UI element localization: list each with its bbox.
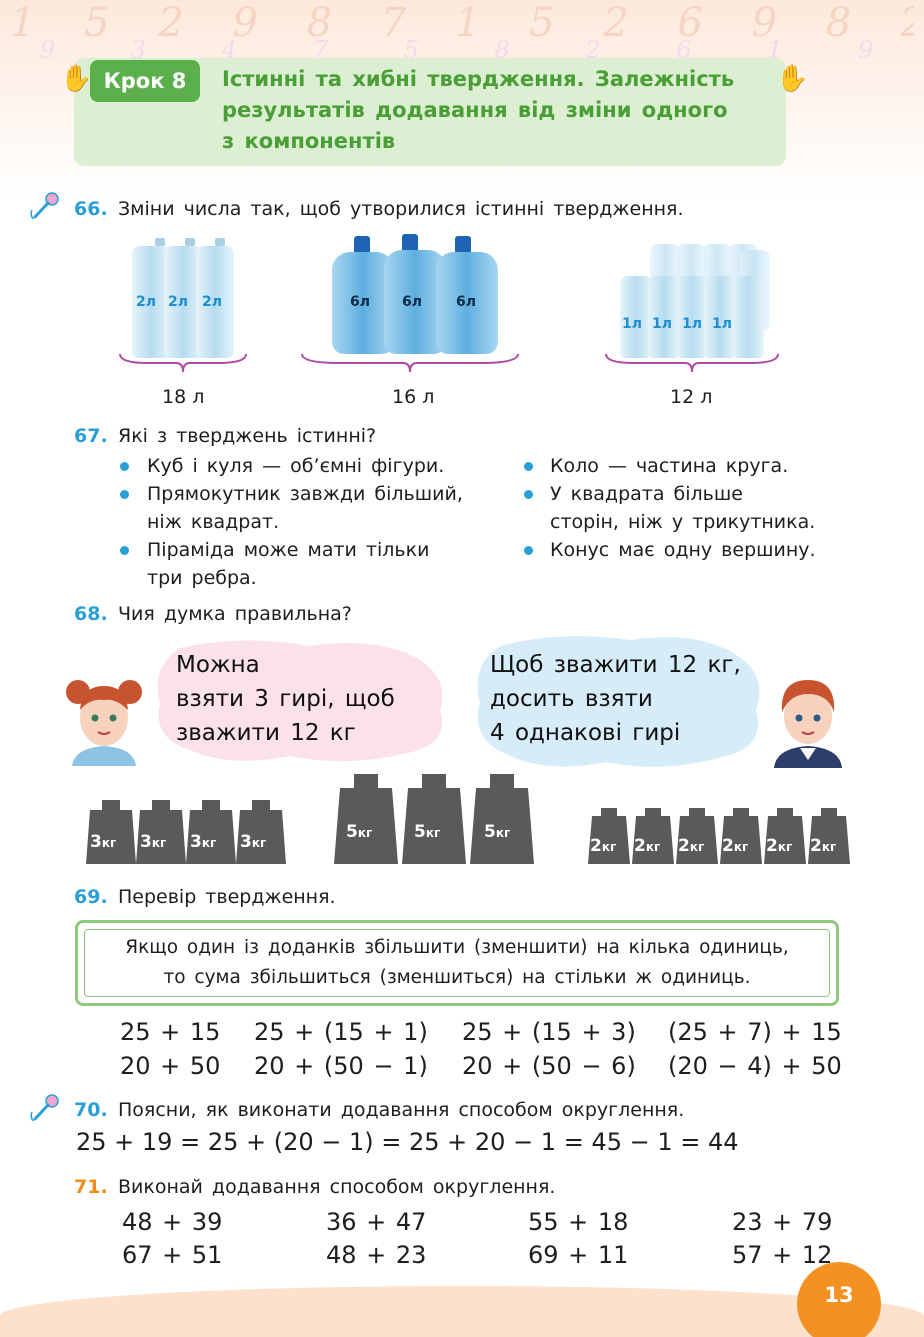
bottle-label: 2л xyxy=(202,294,222,310)
expression: 69 + 11 xyxy=(528,1241,629,1269)
statement-item: Прямокутник завжди більший, ніж квадрат. xyxy=(147,483,463,533)
bottle-label: 2л xyxy=(168,294,188,310)
task-text: Чия думка правильна? xyxy=(118,603,352,625)
rule-box: Якщо один із доданків збільшити (зменшит… xyxy=(75,920,839,1006)
bullet-dot xyxy=(524,490,533,499)
expression: 20 + 50 xyxy=(120,1052,221,1080)
bullet-dot xyxy=(120,546,129,555)
statement-item: Коло — частина круга. xyxy=(550,455,789,477)
expression: 25 + (15 + 1) xyxy=(254,1018,428,1046)
statement-item: Конус має одну вершину. xyxy=(550,539,816,561)
bottle-label: 2л xyxy=(136,294,156,310)
bullet-dot xyxy=(524,462,533,471)
bullet-dot xyxy=(120,490,129,499)
jug-label: 6л xyxy=(456,294,476,310)
boy-avatar xyxy=(774,680,842,768)
expression: 25 + 15 xyxy=(120,1018,221,1046)
page-number: 13 xyxy=(797,1262,881,1337)
task-text: Виконай додавання способом округлення. xyxy=(118,1176,556,1198)
microphone-icon xyxy=(30,1094,59,1122)
bottle-label: 1л xyxy=(652,316,672,332)
expression: 20 + (50 − 1) xyxy=(254,1052,428,1080)
task-number: 71. xyxy=(74,1176,108,1198)
task-text: Які з тверджень істинні? xyxy=(118,425,377,447)
task-number: 68. xyxy=(74,603,108,625)
statement-item: Куб і куля — об’ємні фігури. xyxy=(147,455,445,477)
expression: 23 + 79 xyxy=(732,1208,833,1236)
task-text: Перевір твердження. xyxy=(118,886,336,908)
curly-brace xyxy=(301,353,519,373)
jug-label: 6л xyxy=(350,294,370,310)
hand-right-icon: ✋ xyxy=(776,64,809,94)
task-number: 67. xyxy=(74,425,108,447)
bottle-label: 1л xyxy=(712,316,732,332)
task-text: Поясни, як виконати додавання способом о… xyxy=(118,1099,685,1121)
expression: 25 + (15 + 3) xyxy=(462,1018,636,1046)
bottle-label: 1л xyxy=(622,316,642,332)
jug-label: 6л xyxy=(402,294,422,310)
page-footer xyxy=(0,1286,924,1337)
microphone-icon xyxy=(30,192,59,220)
volume-total: 18 л xyxy=(162,386,205,408)
statement-item: Піраміда може мати тільки три ребра. xyxy=(147,539,430,589)
hand-left-icon: ✋ xyxy=(60,64,93,94)
statement-item: У квадрата більше сторін, ніж у трикутни… xyxy=(550,483,816,533)
rule-line: Якщо один із доданків збільшити (зменшит… xyxy=(125,937,789,958)
rule-line: то сума збільшиться (зменшиться) на стіл… xyxy=(163,967,751,988)
expression: (20 − 4) + 50 xyxy=(668,1052,842,1080)
decorative-digits: 1 5 2 9 8 7 1 5 2 6 9 8 2 3 4 1 7 xyxy=(10,0,914,46)
girl-thought-cloud xyxy=(157,640,443,762)
volume-total: 16 л xyxy=(392,386,435,408)
rounding-example: 25 + 19 = 25 + (20 − 1) = 25 + 20 − 1 = … xyxy=(76,1128,739,1156)
expression: 55 + 18 xyxy=(528,1208,629,1236)
curly-brace xyxy=(119,353,247,373)
boy-speech: Щоб зважити 12 кг, досить взяти 4 однако… xyxy=(490,652,741,746)
expression: (25 + 7) + 15 xyxy=(668,1018,842,1046)
bullet-dot xyxy=(120,462,129,471)
expression: 48 + 23 xyxy=(326,1241,427,1269)
expression: 20 + (50 − 6) xyxy=(462,1052,636,1080)
task-number: 69. xyxy=(74,886,108,908)
task-number: 66. xyxy=(74,198,108,220)
expression: 67 + 51 xyxy=(122,1241,223,1269)
bullet-dot xyxy=(524,546,533,555)
volume-total: 12 л xyxy=(670,386,713,408)
bottle-label: 1л xyxy=(682,316,702,332)
expression: 36 + 47 xyxy=(326,1208,427,1236)
boy-thought-cloud xyxy=(477,636,760,767)
task-text: Зміни числа так, щоб утворилися істинні … xyxy=(118,198,684,220)
girl-speech: Можна взяти 3 гирі, щоб зважити 12 кг xyxy=(176,652,395,746)
expression: 48 + 39 xyxy=(122,1208,223,1236)
lesson-title: Істинні та хибні твердження. Залежність … xyxy=(222,67,735,153)
curly-brace xyxy=(605,353,779,373)
step-badge: Крок 8 xyxy=(90,60,200,102)
task-number: 70. xyxy=(74,1099,108,1121)
girl-avatar xyxy=(66,680,142,766)
expression: 57 + 12 xyxy=(732,1241,833,1269)
